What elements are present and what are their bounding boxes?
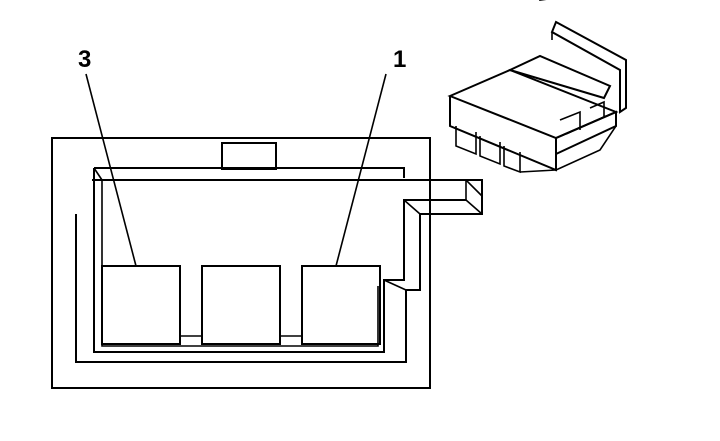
terminal-cavity-3	[101, 265, 181, 345]
connector-latch	[507, 54, 612, 100]
connector-outer-housing	[51, 137, 431, 389]
terminal-cavity-2	[201, 265, 281, 345]
callout-label-1: 1	[393, 46, 406, 73]
connector-isometric-view	[447, 0, 627, 174]
connector-top-plate	[447, 68, 619, 140]
connector-front-terminals	[455, 126, 521, 174]
connector-side-details	[559, 100, 607, 135]
connector-rear-flange	[550, 20, 627, 114]
connector-face	[51, 137, 483, 389]
callout-label-3: 3	[78, 46, 91, 73]
leader-line-1	[335, 73, 387, 267]
connector-lock-tab	[221, 142, 277, 170]
connector-inner-cavity	[75, 179, 483, 363]
leader-line-3	[85, 73, 137, 267]
terminal-cavity-1	[301, 265, 381, 345]
connector-front-face	[449, 96, 557, 172]
connector-insert-body	[94, 167, 405, 178]
connector-insert-bevel	[93, 167, 483, 347]
